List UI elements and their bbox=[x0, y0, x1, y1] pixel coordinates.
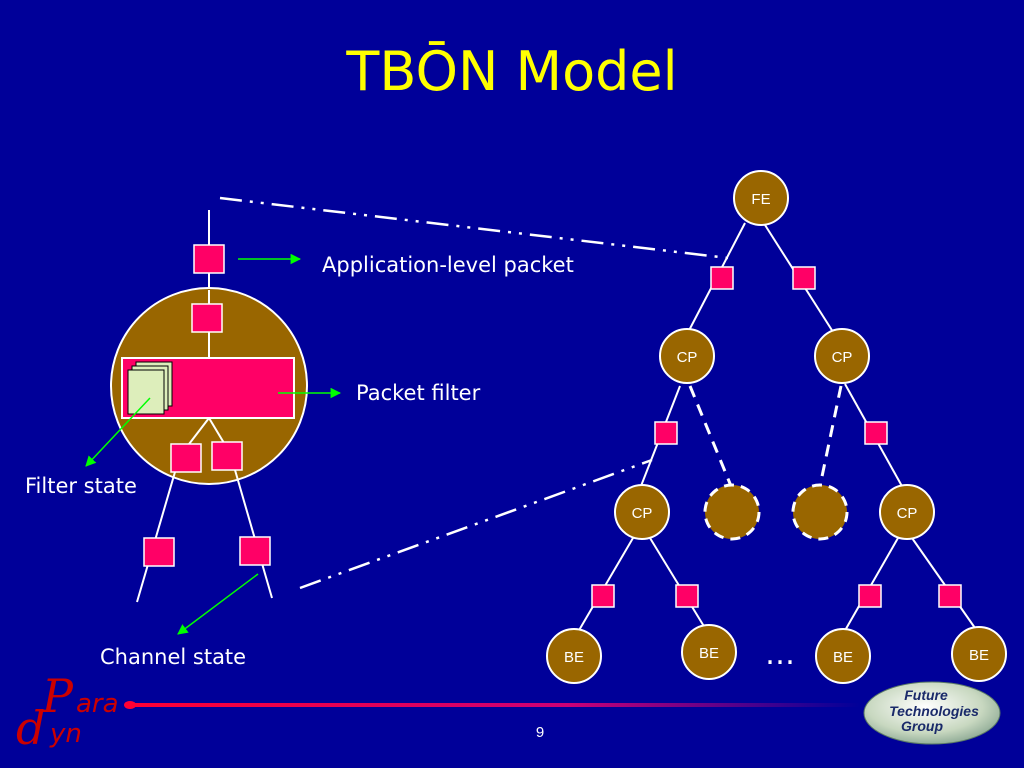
ftg-logo-line2: Technologies bbox=[889, 703, 979, 719]
footer-bar bbox=[128, 703, 860, 707]
ftg-logo-line3: Group bbox=[901, 718, 943, 734]
paradyn-logo-p: P bbox=[41, 672, 74, 723]
slide-number: 9 bbox=[535, 724, 545, 741]
tree-packet-2 bbox=[792, 266, 816, 290]
tree-packet-6 bbox=[675, 584, 699, 608]
outgoing-packet-left bbox=[170, 443, 202, 473]
node-cp-rr-label: CP bbox=[897, 505, 918, 522]
node-hidden-left bbox=[703, 483, 761, 541]
node-be-4-label: BE bbox=[969, 647, 989, 664]
tree-packet-7 bbox=[858, 584, 882, 608]
channel-packet-right bbox=[239, 536, 271, 566]
node-fe-label: FE bbox=[751, 191, 770, 208]
filter-state-icon bbox=[127, 361, 173, 415]
node-cp-ll-label: CP bbox=[632, 505, 653, 522]
paradyn-logo-ara: ara bbox=[76, 689, 119, 719]
tree-packet-5 bbox=[591, 584, 615, 608]
label-packet-filter: Packet filter bbox=[356, 381, 481, 405]
node-be-3 bbox=[815, 628, 871, 684]
output-channel-right bbox=[234, 469, 273, 599]
output-channel-left bbox=[136, 471, 176, 603]
edge-dashed-right bbox=[818, 385, 843, 487]
tree-packet-1 bbox=[710, 266, 734, 290]
paradyn-logo: P ara d yn bbox=[16, 672, 119, 752]
edge-dashed-left bbox=[688, 385, 733, 487]
ftg-logo-line1: Future bbox=[904, 687, 948, 703]
channel-packet-left bbox=[143, 537, 175, 567]
label-filter-state: Filter state bbox=[25, 474, 137, 498]
arrow-channel-state bbox=[177, 573, 259, 635]
slide-title: TBŌN Model bbox=[346, 40, 678, 103]
node-cp-rr bbox=[879, 484, 935, 540]
tree-packet-3 bbox=[654, 421, 678, 445]
node-be-4 bbox=[951, 626, 1007, 682]
label-application-level-packet: Application-level packet bbox=[322, 253, 574, 277]
node-be-3-label: BE bbox=[833, 649, 853, 666]
node-cp-ll bbox=[614, 484, 670, 540]
node-cp-left-label: CP bbox=[677, 349, 698, 366]
arrow-filter-state bbox=[85, 397, 151, 467]
zoom-line-top bbox=[219, 196, 729, 260]
edge-cp-be-4 bbox=[911, 537, 976, 629]
node-be-2 bbox=[681, 624, 737, 680]
inner-packet bbox=[191, 303, 223, 333]
tree-packet-4 bbox=[864, 421, 888, 445]
incoming-packet bbox=[193, 244, 225, 274]
split-line-left bbox=[185, 417, 210, 449]
node-hidden-right bbox=[791, 483, 849, 541]
paradyn-logo-d: d bbox=[16, 701, 45, 752]
paradyn-logo-yn: yn bbox=[49, 719, 82, 749]
outgoing-packet-right bbox=[211, 441, 243, 471]
node-be-1 bbox=[546, 628, 602, 684]
ftg-logo: Future Technologies Group bbox=[863, 681, 1001, 745]
leaf-ellipsis: … bbox=[765, 637, 795, 672]
edge-cp-be-2 bbox=[649, 537, 706, 629]
node-cp-right bbox=[814, 328, 870, 384]
zoom-line-bottom bbox=[299, 458, 653, 590]
footer-bar-cap bbox=[124, 701, 136, 709]
node-cp-right-label: CP bbox=[832, 349, 853, 366]
zoomed-node-group bbox=[110, 210, 308, 603]
tree-packet-8 bbox=[938, 584, 962, 608]
node-be-2-label: BE bbox=[699, 645, 719, 662]
node-fe bbox=[733, 170, 789, 226]
node-cp-left bbox=[659, 328, 715, 384]
label-channel-state: Channel state bbox=[100, 645, 247, 669]
tbon-tree: FE CP CP CP CP BE BE BE BE … bbox=[546, 170, 1007, 684]
node-be-1-label: BE bbox=[564, 649, 584, 666]
